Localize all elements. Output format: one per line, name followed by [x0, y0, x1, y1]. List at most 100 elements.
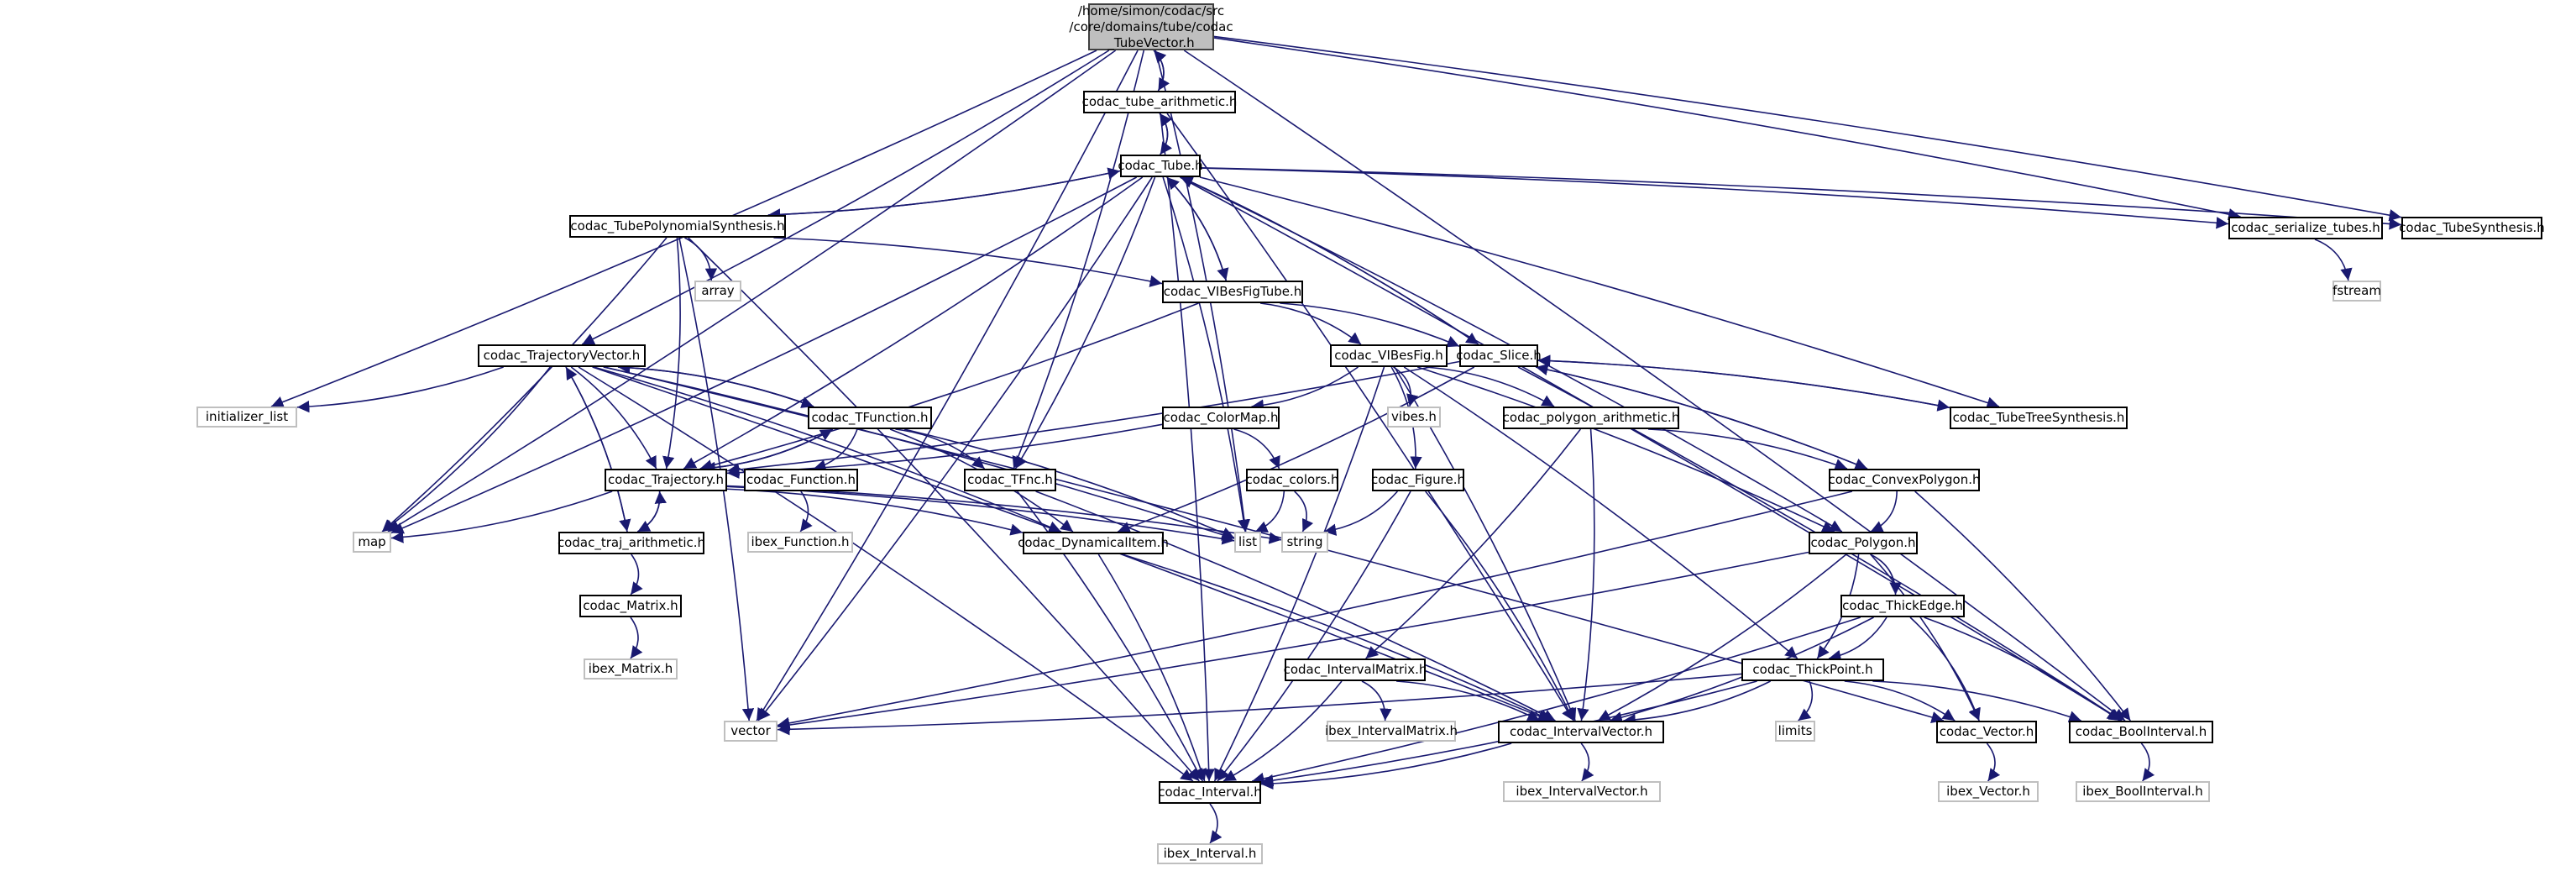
edge-treesynth-to-slice — [1537, 354, 1950, 409]
edge-trajvec-to-initlist — [296, 366, 504, 413]
node-ibexboolinterval: ibex_BoolInterval.h — [2076, 781, 2210, 802]
edge-thickedge-to-thickpoint — [1828, 617, 1887, 662]
edge-root-to-boolinterval — [1183, 50, 2126, 721]
node-vector: vector — [724, 721, 778, 742]
node-initlist: initializer_list — [196, 407, 297, 428]
node-vibesfigtube[interactable]: codac_VIBesFigTube.h — [1162, 281, 1303, 303]
edge-vibesfigtube-to-trajectory — [699, 302, 1199, 472]
edge-cvector-to-ibexvector — [1986, 742, 2001, 782]
node-tfnc[interactable]: codac_TFnc.h — [964, 469, 1056, 491]
edge-tube-to-map — [390, 176, 1138, 534]
node-boolinterval[interactable]: codac_BoolInterval.h — [2069, 721, 2213, 743]
node-ibexinterval: ibex_Interval.h — [1157, 843, 1263, 864]
node-intervalvector[interactable]: codac_IntervalVector.h — [1498, 721, 1664, 743]
edge-tube-to-tfnc — [1014, 176, 1156, 470]
node-tfunction[interactable]: codac_TFunction.h — [808, 407, 932, 429]
node-array: array — [694, 281, 741, 302]
node-ibexintervalmatrix: ibex_IntervalMatrix.h — [1325, 721, 1458, 742]
edge-serialize-to-fstream — [2314, 239, 2353, 281]
edge-trajarith-to-trajectory — [637, 491, 667, 533]
edge-polygon-to-vector — [777, 551, 1809, 732]
node-colormap[interactable]: codac_ColorMap.h — [1162, 407, 1280, 429]
node-tube[interactable]: codac_Tube.h — [1118, 155, 1203, 177]
edge-tps-to-interval — [688, 237, 1200, 782]
edge-tube-to-list — [1162, 176, 1250, 533]
node-tps[interactable]: codac_TubePolynomialSynthesis.h — [569, 215, 786, 238]
node-ibexmatrix: ibex_Matrix.h — [584, 658, 678, 679]
edge-thickpoint-to-cvector — [1844, 680, 1956, 721]
edge-colors-to-list — [1254, 491, 1285, 533]
edge-thickpoint-to-limits — [1798, 680, 1814, 721]
node-figure[interactable]: codac_Figure.h — [1371, 469, 1465, 491]
edge-vibesfig-to-colormap — [1251, 366, 1359, 412]
node-tubesynth[interactable]: codac_TubeSynthesis.h — [2399, 217, 2545, 239]
edge-convexpoly-to-vector — [777, 491, 1853, 729]
edge-function-to-ibexfunction — [799, 491, 813, 533]
edge-tube-to-treesynth — [1199, 176, 2000, 409]
edge-intervalmatrix-to-intervalvector — [1396, 680, 1541, 721]
edge-root-to-trajvec — [581, 50, 1110, 345]
node-function[interactable]: codac_Function.h — [744, 469, 858, 491]
edge-tps-to-array — [684, 237, 718, 281]
edge-polygon-to-thickedge — [1870, 554, 1902, 596]
node-convexpoly[interactable]: codac_ConvexPolygon.h — [1829, 469, 1981, 491]
node-string: string — [1281, 532, 1328, 553]
node-tube-arith[interactable]: codac_tube_arithmetic.h — [1082, 91, 1237, 113]
edge-tps-to-vibesfigtube — [773, 237, 1163, 287]
edge-tube_arith-to-interval — [1160, 113, 1215, 782]
node-thickedge[interactable]: codac_ThickEdge.h — [1840, 595, 1965, 617]
edge-interval-to-ibexinterval — [1209, 803, 1223, 844]
edge-convexpoly-to-boolinterval — [1914, 491, 2131, 721]
edge-colors-to-string — [1294, 491, 1314, 533]
node-limits: limits — [1775, 721, 1815, 742]
edge-convexpoly-to-slice — [1535, 363, 1868, 470]
edge-tfnc-to-intervalvector — [1035, 491, 1556, 721]
edge-root-to-vector — [756, 50, 1139, 721]
node-treesynth[interactable]: codac_TubeTreeSynthesis.h — [1950, 407, 2128, 429]
edge-dynitem-to-interval — [1097, 554, 1207, 782]
node-serialize[interactable]: codac_serialize_tubes.h — [2228, 217, 2383, 239]
node-cvector[interactable]: codac_Vector.h — [1936, 721, 2037, 743]
node-interval[interactable]: codac_Interval.h — [1158, 781, 1262, 804]
node-colors[interactable]: codac_colors.h — [1246, 469, 1338, 491]
edge-intervalvector-to-interval — [1260, 742, 1512, 790]
node-ibexfunction: ibex_Function.h — [747, 532, 853, 553]
node-trajarith[interactable]: codac_traj_arithmetic.h — [558, 532, 705, 554]
edge-trajvec-to-trajectory — [570, 366, 657, 470]
edge-slice-to-dynitem — [1117, 366, 1475, 533]
node-vibesfig[interactable]: codac_VIBesFig.h — [1330, 344, 1448, 367]
node-slice[interactable]: codac_Slice.h — [1456, 344, 1542, 367]
edge-tube-to-tps — [767, 170, 1121, 221]
node-list: list — [1234, 532, 1261, 553]
edge-trajvec-to-interval — [578, 366, 1194, 782]
node-intervalmatrix[interactable]: codac_IntervalMatrix.h — [1284, 658, 1427, 681]
node-dynitem[interactable]: codac_DynamicalItem.h — [1018, 532, 1169, 554]
edge-intervalmatrix-to-interval — [1223, 680, 1343, 782]
edge-thickpoint-to-boolinterval — [1872, 680, 2081, 723]
edge-tube-to-tube_arith — [1159, 113, 1172, 155]
node-trajvec[interactable]: codac_TrajectoryVector.h — [478, 344, 646, 367]
edge-tps-to-map — [381, 237, 668, 533]
node-root: /home/simon/codac/src /core/domains/tube… — [1069, 3, 1233, 50]
edge-tfunction-to-tfnc — [895, 428, 986, 470]
edge-tfunction-to-trajvec — [617, 361, 814, 407]
edge-figure-to-interval — [1217, 491, 1411, 782]
node-thickpoint[interactable]: codac_ThickPoint.h — [1741, 658, 1884, 681]
edge-polyarith-to-convexpoly — [1648, 428, 1848, 470]
edge-slice-to-treesynth — [1537, 359, 1950, 412]
node-matrix[interactable]: codac_Matrix.h — [579, 595, 682, 617]
edge-thickpoint-to-intervalvector — [1623, 680, 1772, 727]
edge-intervalmatrix-to-ibexintervalmatrix — [1361, 680, 1392, 721]
edge-tube-to-vector — [757, 176, 1153, 721]
edge-thickedge-to-interval — [1251, 617, 1861, 784]
node-polygon[interactable]: codac_Polygon.h — [1809, 532, 1918, 554]
node-trajectory[interactable]: codac_Trajectory.h — [605, 469, 727, 491]
edge-root-to-map — [387, 50, 1117, 533]
edge-trajvec-to-map — [382, 366, 551, 533]
node-vibes: vibes.h — [1387, 407, 1441, 428]
node-ibexintervalvector: ibex_IntervalVector.h — [1503, 781, 1661, 802]
edge-root-to-tubesynth — [1213, 35, 2402, 222]
node-polyarith[interactable]: codac_polygon_arithmetic.h — [1503, 407, 1679, 429]
edge-tfunction-to-function — [813, 428, 858, 472]
